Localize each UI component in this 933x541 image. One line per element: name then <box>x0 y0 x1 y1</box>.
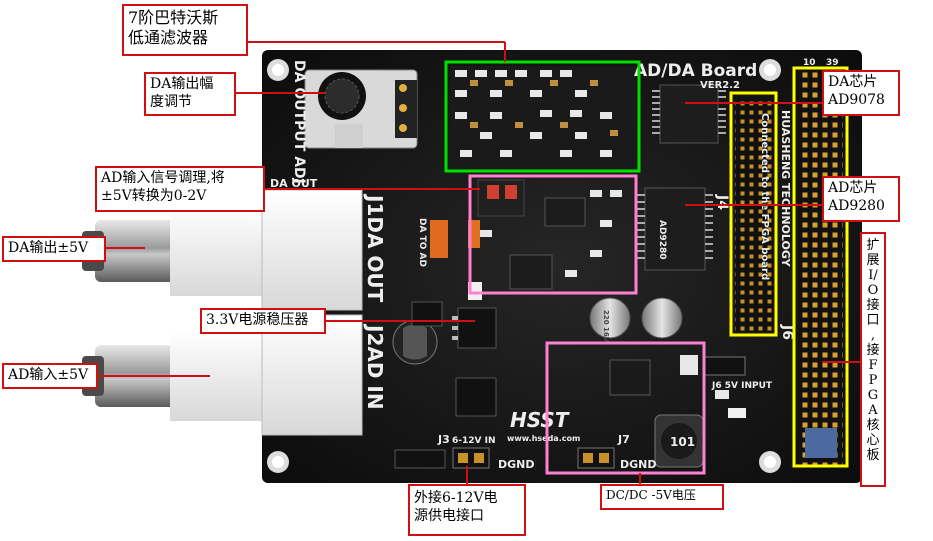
power-connectors <box>452 356 746 469</box>
ext-io-char: F <box>868 358 878 373</box>
j6-label: J6 <box>779 324 795 340</box>
cap-marking: 220 16V <box>602 310 610 343</box>
callout-filter: 7阶巴特沃斯 低通滤波器 <box>122 4 248 56</box>
callout-da-chip-line1: DA芯片 <box>828 74 878 90</box>
filter-highlight <box>444 60 641 173</box>
callout-filter-line2: 低通滤波器 <box>128 28 209 47</box>
callout-dcdc-text: DC/DC -5V电压 <box>606 488 696 502</box>
highlight-boxes <box>444 60 849 475</box>
voltage-regulators <box>452 307 497 417</box>
ad-chip-marking: AD9280 <box>657 220 667 260</box>
ext-io-char: P <box>868 373 878 388</box>
ext-io-char: 核 <box>866 418 880 433</box>
ext-io-char: 接 <box>866 298 880 313</box>
conditioning-components <box>468 179 622 300</box>
callout-regulator: 3.3V电源稳压器 <box>200 308 326 334</box>
dgnd-label-1: DGND <box>498 458 535 471</box>
ad-chip <box>637 187 713 271</box>
conditioning-highlight <box>468 174 638 295</box>
board-title: AD/DA Board <box>634 61 757 81</box>
da-output-adj-label: DA OUTPUT ADJ <box>291 60 307 184</box>
da-to-ad-label: DA TO AD <box>417 218 427 267</box>
j6-highlight <box>792 66 849 468</box>
j4-label: J4 <box>714 194 730 210</box>
side-text-1: HUASHENG TECHNOLOGY <box>779 110 792 268</box>
electrolytic-capacitors <box>392 297 683 365</box>
callout-ad-in: AD输入±5V <box>2 363 98 389</box>
silkscreen: AD/DA Board VER2.2 DA OUT DA OUTPUT ADJ … <box>270 58 839 471</box>
da-chip <box>652 84 726 144</box>
j4-highlight <box>729 91 778 337</box>
ext-io-char: 口 <box>866 313 880 328</box>
callout-power-input-line2: 源供电接口 <box>414 507 484 524</box>
ext-io-char: 展 <box>866 253 880 268</box>
j2-label: J2AD IN <box>363 323 387 410</box>
callout-ad-in-text: AD输入±5V <box>8 367 89 383</box>
dcdc-highlight <box>545 341 706 475</box>
bnc-connector-ad-in <box>82 314 363 436</box>
j1-label: J1DA OUT <box>363 193 387 303</box>
j3-range: 6-12V IN <box>452 436 496 446</box>
callout-ad-conditioning: AD输入信号调理,将 ±5V转换为0-2V <box>95 166 265 212</box>
callout-ad-conditioning-line2: ±5V转换为0-2V <box>101 187 207 204</box>
callout-ad-conditioning-line1: AD输入信号调理,将 <box>101 170 225 186</box>
header-pin-10: 10 <box>803 58 816 68</box>
filter-components <box>450 66 636 168</box>
brand-logo-text: HSST <box>510 408 570 432</box>
potentiometer <box>304 69 418 149</box>
da-out-label: DA OUT <box>270 177 318 190</box>
callout-dcdc: DC/DC -5V电压 <box>600 484 724 510</box>
callout-power-input: 外接6-12V电 源供电接口 <box>408 484 526 536</box>
ext-io-char: 心 <box>866 433 880 448</box>
callout-da-chip-line2: AD9078 <box>828 91 885 108</box>
callout-da-amplitude-line2: 度调节 <box>150 93 192 110</box>
callout-ad-chip-line2: AD9280 <box>828 197 885 214</box>
callout-da-chip: DA芯片 AD9078 <box>822 70 900 116</box>
ext-io-char: G <box>867 388 879 403</box>
callout-ad-chip: AD芯片 AD9280 <box>822 176 900 222</box>
header-pin-39: 39 <box>826 58 839 68</box>
side-text-2: Connected to the FPGA board <box>759 113 770 280</box>
leader-lines <box>95 41 872 485</box>
ext-io-char: 板 <box>866 448 880 463</box>
callout-regulator-text: 3.3V电源稳压器 <box>206 312 309 328</box>
board-version: VER2.2 <box>700 80 740 91</box>
callout-filter-line1: 7阶巴特沃斯 <box>128 8 219 27</box>
callout-extension-io: 扩 展 I/ O 接 口 , 接 F P G A 核 心 板 <box>860 232 886 487</box>
callout-ad-chip-line1: AD芯片 <box>828 180 878 196</box>
j6-header <box>798 72 843 465</box>
dgnd-label-2: DGND <box>620 458 657 471</box>
j4-header <box>735 97 773 332</box>
ext-io-char: A <box>868 403 878 418</box>
j3-label: J3 <box>437 433 450 446</box>
ext-io-char: 接 <box>866 343 880 358</box>
ext-io-char: 扩 <box>866 238 880 253</box>
callout-da-out: DA输出±5V <box>2 236 106 262</box>
j6-5v-input-label: J6 5V INPUT <box>711 381 773 391</box>
ext-io-char: O <box>867 283 879 298</box>
callout-da-amplitude-line1: DA输出幅 <box>150 76 214 92</box>
j7-label: J7 <box>617 433 630 446</box>
callout-da-out-text: DA输出±5V <box>8 240 89 256</box>
callout-power-input-line1: 外接6-12V电 <box>414 490 498 506</box>
brand-url: www.hseda.com <box>507 434 580 443</box>
callout-da-amplitude: DA输出幅 度调节 <box>144 72 236 116</box>
ext-io-char: I/ <box>868 268 878 283</box>
ext-io-char: , <box>870 328 876 343</box>
inductor-marking: 101 <box>670 435 695 449</box>
